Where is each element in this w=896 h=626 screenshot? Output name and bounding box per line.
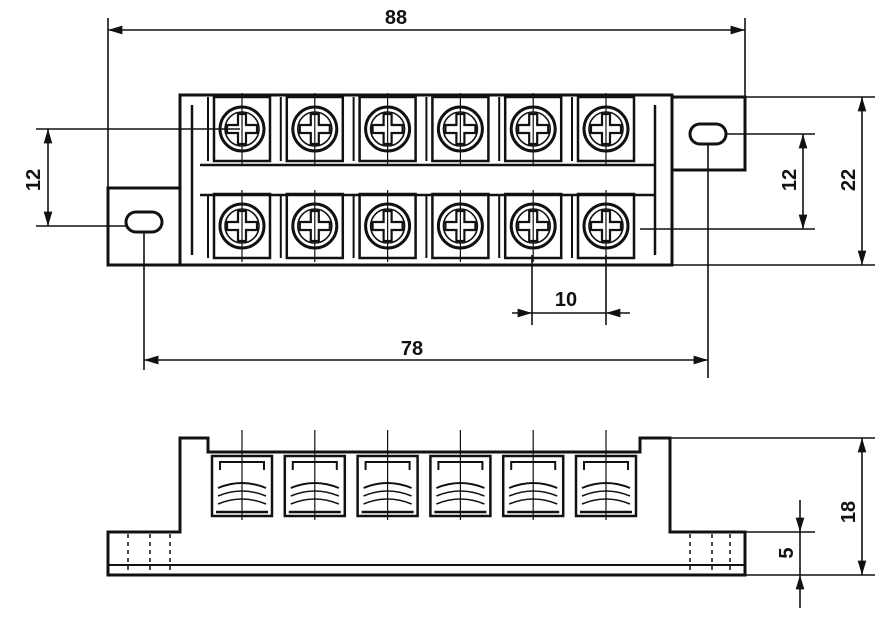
terminal-screw-icon [352,190,417,262]
terminal-screw-icon [498,190,563,262]
plan-terminals [207,93,636,262]
dim-88-label: 88 [385,7,407,29]
side-body-outline [106,436,747,577]
side-terminals [210,430,638,520]
terminal-screw-icon [425,93,490,165]
center-channel [200,163,655,197]
dim-10-label: 10 [555,289,577,311]
right-mount-slot [688,122,728,146]
terminal-screw-icon [571,190,636,262]
terminal-clamp-icon [356,430,419,520]
side-view [106,436,747,577]
terminal-clamp-icon [501,430,565,520]
terminal-clamp-icon [210,430,274,520]
terminal-clamp-icon [574,430,638,520]
terminal-screw-icon [279,93,345,165]
terminal-clamp-icon [429,430,492,520]
terminal-screw-icon [571,93,636,165]
dim-18-label: 18 [838,501,860,523]
inner-frame-left [190,105,657,255]
left-foot-hatch [127,534,171,572]
dim-12-right-label: 12 [779,169,801,191]
terminal-clamp-icon [283,430,347,520]
dim-78-label: 78 [401,338,423,360]
dim-12-left-label: 12 [23,169,45,191]
terminal-screw-icon [207,190,272,262]
right-foot-hatch [689,534,731,572]
dim-5-label: 5 [776,547,798,558]
dimension-lines [36,18,875,608]
dim-22-label: 22 [838,169,860,191]
left-mount-slot [124,210,164,234]
terminal-screw-icon [425,190,490,262]
terminal-screw-icon [352,93,417,165]
terminal-screw-icon [498,93,563,165]
terminal-screw-icon [279,190,345,262]
